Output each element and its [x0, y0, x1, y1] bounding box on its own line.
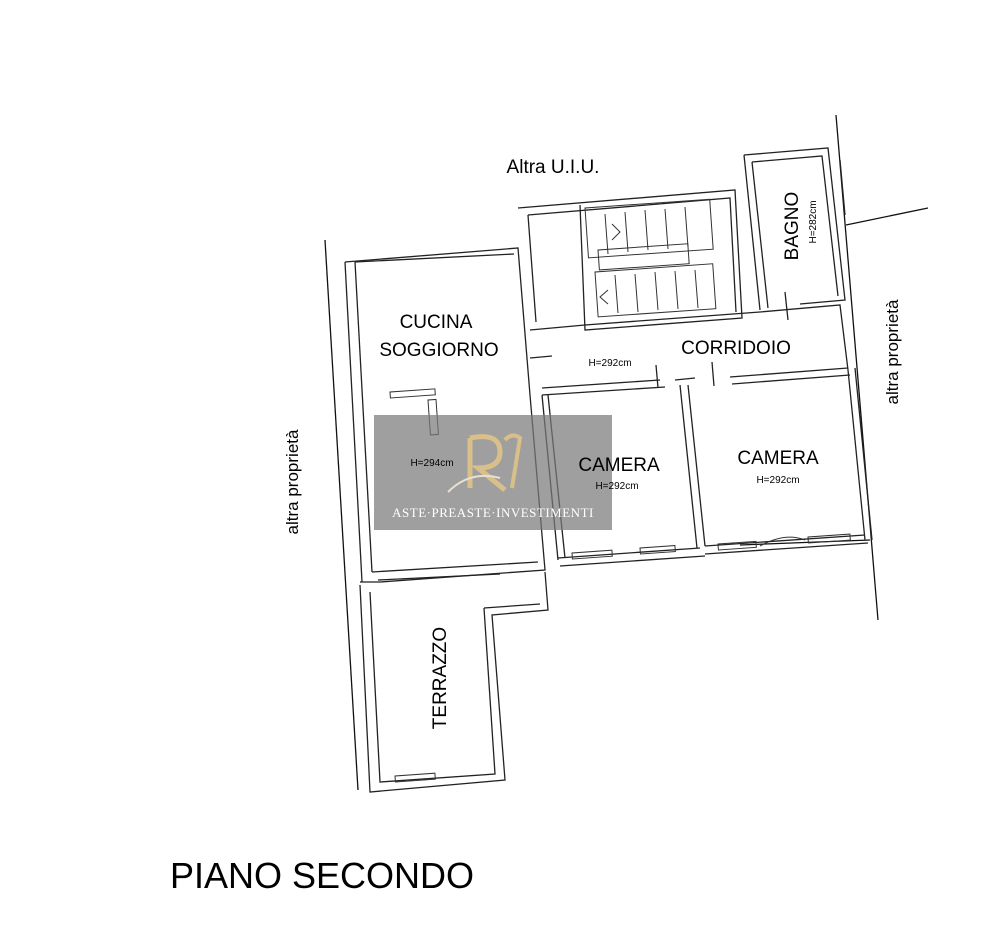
label-bagno-height: H=282cm: [808, 200, 819, 243]
watermark: ASTE·PREASTE·INVESTIMENTI: [374, 415, 612, 530]
label-neighbor-right: altra proprietà: [883, 299, 902, 404]
label-corridoio: CORRIDOIO: [681, 338, 791, 359]
plan-title: PIANO SECONDO: [170, 855, 474, 896]
label-camera-1: CAMERA: [578, 455, 660, 476]
label-neighbor-top: Altra U.I.U.: [507, 157, 600, 178]
label-corridoio-height: H=292cm: [588, 358, 631, 369]
label-bagno: BAGNO: [782, 192, 803, 261]
label-camera-1-height: H=292cm: [595, 481, 638, 492]
labels: Altra U.I.U. CUCINA SOGGIORNO H=294cm CO…: [170, 157, 902, 896]
label-soggiorno: SOGGIORNO: [379, 340, 498, 361]
label-terrazzo: TERRAZZO: [430, 627, 451, 729]
walls: [344, 147, 873, 793]
watermark-monogram-icon: [447, 433, 523, 493]
label-camera-2-height: H=292cm: [756, 475, 799, 486]
watermark-text: ASTE·PREASTE·INVESTIMENTI: [392, 505, 594, 520]
stair-flight: [584, 198, 717, 318]
label-camera-2: CAMERA: [737, 448, 819, 469]
label-cucina-height: H=294cm: [410, 458, 453, 469]
label-neighbor-left: altra proprietà: [283, 429, 302, 534]
label-cucina: CUCINA: [400, 312, 473, 333]
